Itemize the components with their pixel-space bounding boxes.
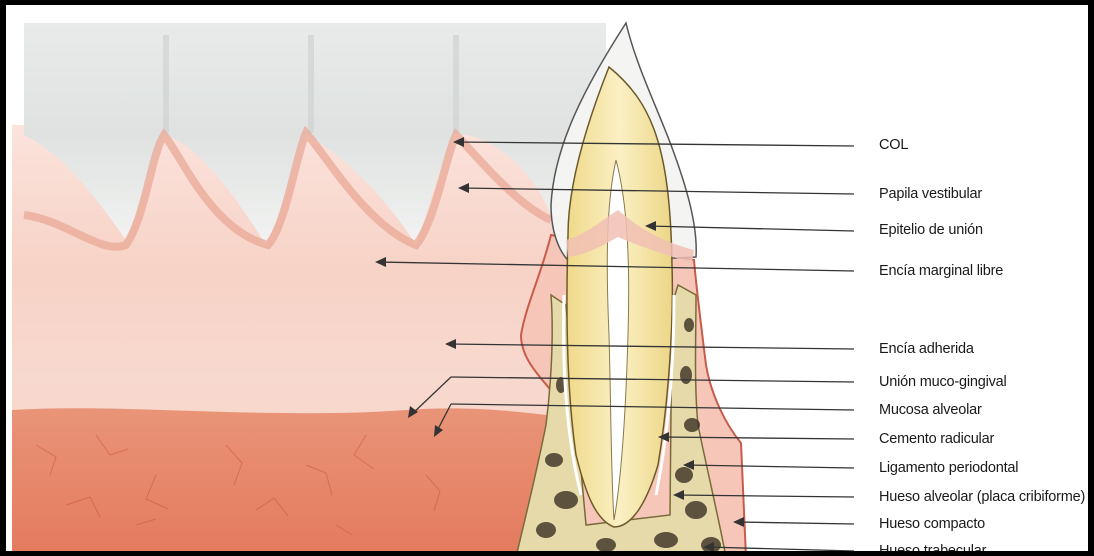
label-col: COL [879,137,908,153]
label-hueso-alveolar: Hueso alveolar (placa cribiforme) [879,489,1085,505]
label-encia-adherida: Encía adherida [879,341,974,357]
label-encia-marginal-libre: Encía marginal libre [879,263,1003,279]
label-epitelio-union: Epitelio de unión [879,222,983,238]
label-papila-vestibular: Papila vestibular [879,186,982,202]
label-mucosa-alveolar: Mucosa alveolar [879,402,982,418]
label-union-muco-gingival: Unión muco-gingival [879,374,1007,390]
label-cemento-radicular: Cemento radicular [879,431,994,447]
label-hueso-trabecular: Hueso trabecular [879,543,986,556]
label-ligamento-periodontal: Ligamento periodontal [879,460,1018,476]
label-hueso-compacto: Hueso compacto [879,516,985,532]
